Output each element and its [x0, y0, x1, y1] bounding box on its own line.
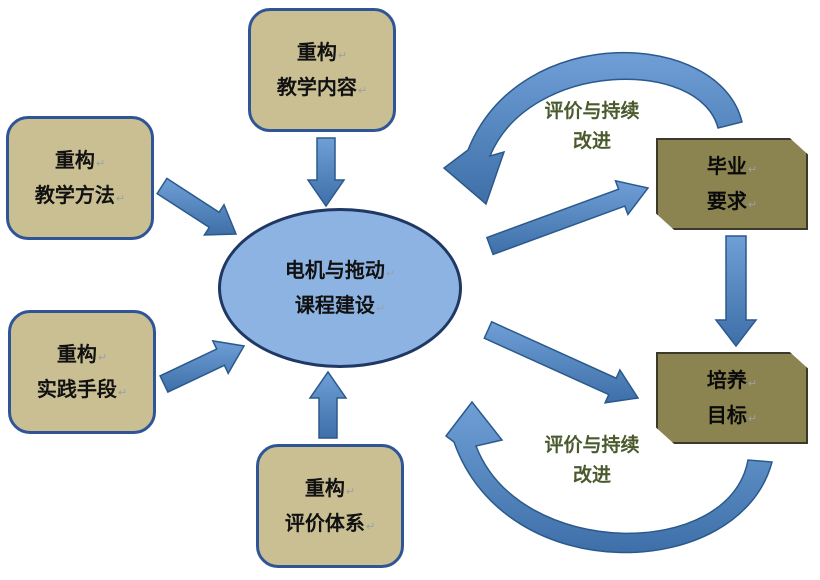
- paragraph-mark: ↵: [95, 157, 106, 170]
- goal-subtitle: 要求: [706, 189, 747, 213]
- arrow-method-to-center: [156, 177, 238, 236]
- goal-title: 毕业: [706, 154, 747, 178]
- paragraph-mark: ↵: [385, 267, 396, 280]
- arrow-center-to-graduation: [485, 179, 650, 256]
- restructure-method-box: 重构↵ 教学方法↵: [6, 116, 154, 240]
- paragraph-mark: ↵: [747, 163, 758, 176]
- top-feedback-label: 评价与持续 改进: [532, 96, 652, 157]
- bottom-feedback-arrow: [444, 400, 773, 554]
- arrow-practice-to-center: [159, 339, 246, 394]
- training-objectives-box: 培养↵ 目标↵: [656, 352, 808, 444]
- box-title: 重构: [54, 148, 95, 172]
- box-subtitle: 教学方法: [34, 183, 115, 207]
- box-subtitle: 教学内容: [276, 75, 357, 99]
- box-title: 重构: [304, 476, 345, 500]
- paragraph-mark: ↵: [747, 198, 758, 211]
- paragraph-mark: ↵: [115, 192, 126, 205]
- loop-label-line: 评价与持续: [544, 100, 640, 122]
- arrow-center-to-training: [483, 320, 640, 404]
- restructure-content-box: 重构↵ 教学内容↵: [248, 8, 396, 132]
- paragraph-mark: ↵: [337, 49, 348, 62]
- paragraph-mark: ↵: [357, 84, 368, 97]
- arrow-graduation-to-training: [714, 235, 758, 348]
- center-title: 电机与拖动: [284, 258, 385, 282]
- restructure-practice-box: 重构↵ 实践手段↵: [8, 310, 156, 434]
- paragraph-mark: ↵: [117, 386, 128, 399]
- course-construction-ellipse: 电机与拖动↵ 课程建设↵: [218, 208, 462, 368]
- loop-label-line: 评价与持续: [544, 434, 640, 456]
- top-feedback-arrow: [442, 51, 743, 206]
- box-subtitle: 评价体系: [284, 511, 365, 535]
- paragraph-mark: ↵: [375, 302, 386, 315]
- goal-title: 培养: [706, 368, 747, 392]
- paragraph-mark: ↵: [747, 412, 758, 425]
- bottom-feedback-label: 评价与持续 改进: [532, 430, 652, 491]
- box-title: 重构: [296, 40, 337, 64]
- arrow-evaluation-to-center: [308, 370, 348, 439]
- box-subtitle: 实践手段: [36, 377, 117, 401]
- paragraph-mark: ↵: [365, 520, 376, 533]
- restructure-evaluation-box: 重构↵ 评价体系↵: [256, 444, 404, 568]
- arrow-content-to-center: [306, 137, 346, 208]
- loop-label-line: 改进: [572, 464, 611, 487]
- center-subtitle: 课程建设: [294, 293, 375, 317]
- graduation-requirements-box: 毕业↵ 要求↵: [656, 138, 808, 230]
- loop-label-line: 改进: [572, 130, 611, 153]
- goal-subtitle: 目标: [706, 403, 747, 427]
- paragraph-mark: ↵: [345, 485, 356, 498]
- box-title: 重构: [56, 342, 97, 366]
- paragraph-mark: ↵: [97, 351, 108, 364]
- arrows-layer: [156, 51, 773, 554]
- paragraph-mark: ↵: [747, 377, 758, 390]
